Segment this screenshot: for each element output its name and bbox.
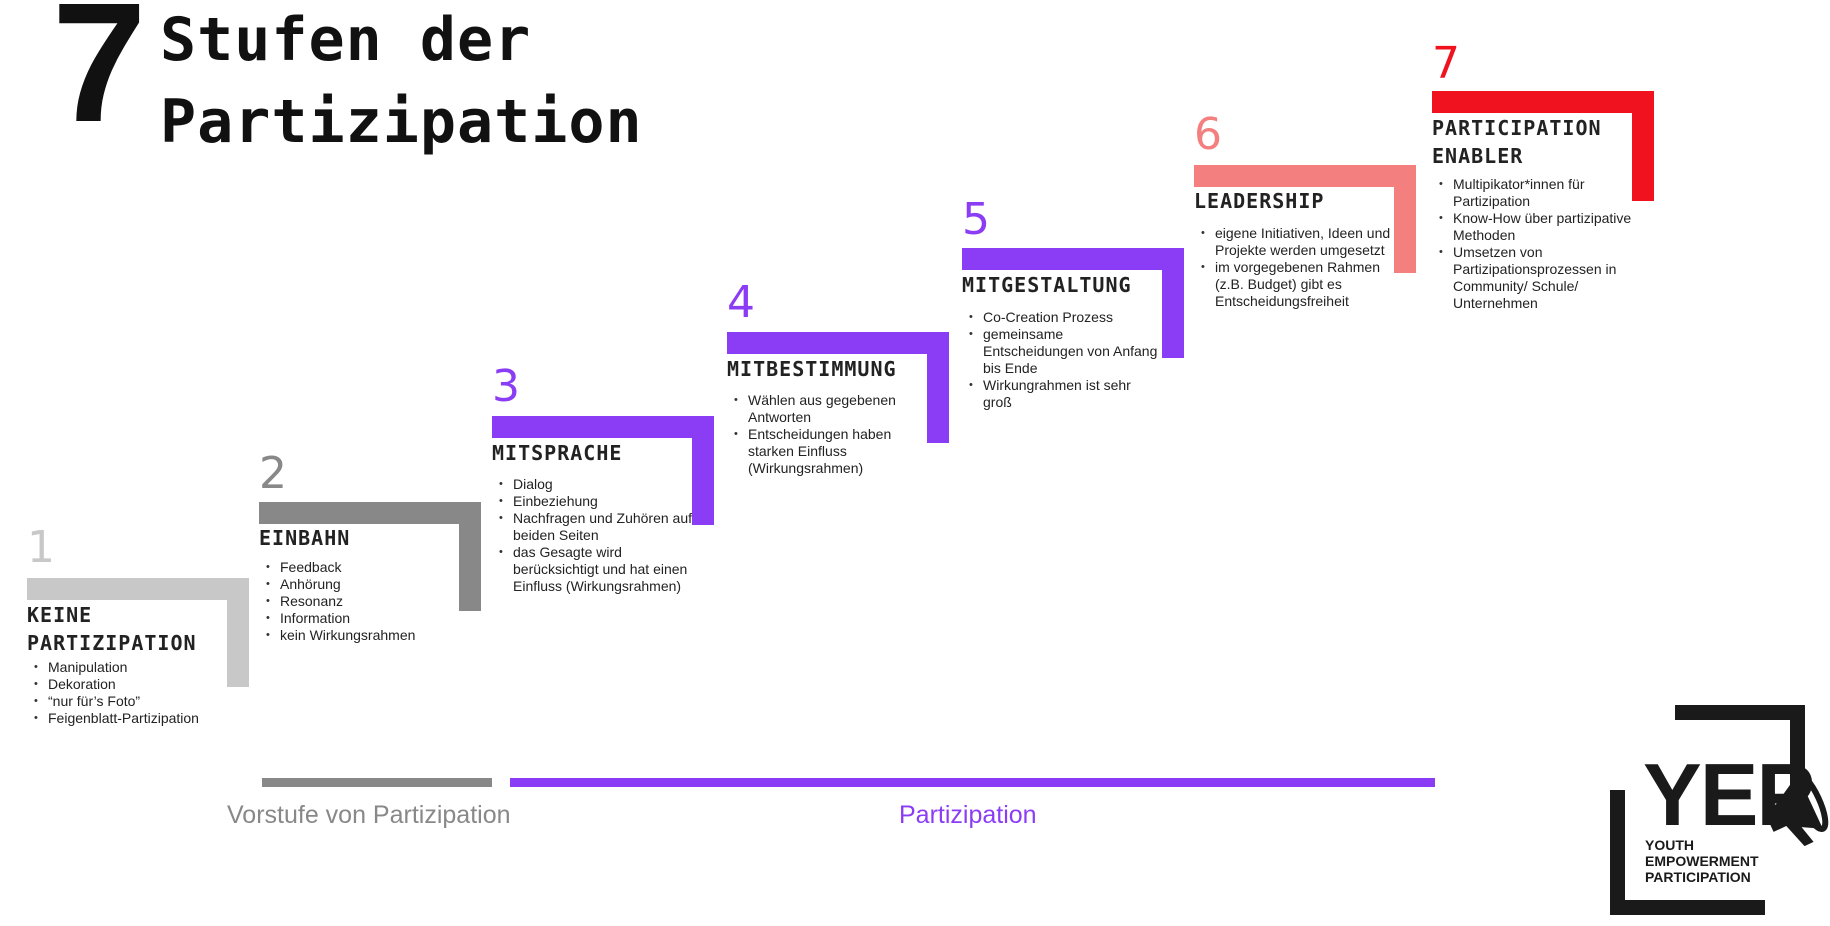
stage-heading: MITGESTALTUNG [962, 273, 1132, 297]
step-bar-top [1194, 165, 1416, 187]
step-bar-side [1632, 91, 1654, 201]
yep-logo: YEP YOUTH EMPOWERMENT PARTICIPATION [1610, 705, 1829, 915]
stage-items: Wählen aus gegebenen AntwortenEntscheidu… [727, 392, 928, 477]
stage-item: Resonanz [266, 593, 480, 610]
stage-item: Know-How über partizipative Methoden [1439, 210, 1633, 244]
logo-line-1: YOUTH [1645, 837, 1694, 853]
step-bar-side [692, 416, 714, 525]
stage-item: Manipulation [34, 659, 248, 676]
stage-heading-line2: ENABLER [1432, 144, 1524, 168]
stage-items: DialogEinbeziehungNachfragen und Zuhören… [492, 476, 693, 595]
participation-label: Partizipation [899, 801, 1037, 829]
stage-heading: LEADERSHIP [1194, 189, 1325, 213]
stage-heading-line2: PARTIZIPATION [27, 631, 197, 655]
step-bar-top [1432, 91, 1654, 113]
participation-bar [510, 778, 1435, 787]
title-line-2: Partizipation [160, 87, 643, 157]
stage-item: Feedback [266, 559, 480, 576]
pre-participation-label: Vorstufe von Partizipation [227, 801, 511, 829]
stage-heading: EINBAHN [259, 526, 351, 550]
stage-item: “nur für’s Foto” [34, 693, 248, 710]
logo-line-3: PARTICIPATION [1645, 869, 1751, 885]
stage-number: 3 [492, 361, 520, 412]
title-number: 7 [52, 0, 147, 158]
step-bar-top [259, 502, 481, 524]
stage-item: Feigenblatt-Partizipation [34, 710, 248, 727]
step-bar-top [27, 578, 249, 600]
stage-item: Nachfragen und Zuhören auf beiden Seiten [499, 510, 693, 544]
stage-item: eigene Initiativen, Ideen und Projekte w… [1201, 225, 1395, 259]
stage-items: ManipulationDekoration“nur für’s Foto”Fe… [27, 659, 248, 727]
stage-number: 5 [962, 194, 990, 245]
stage-heading: PARTICIPATION [1432, 116, 1602, 140]
stage-item: das Gesagte wird berücksichtigt und hat … [499, 544, 693, 595]
step-bar-top [492, 416, 714, 438]
logo-line-2: EMPOWERMENT [1645, 853, 1759, 869]
stage-heading: MITBESTIMMUNG [727, 357, 897, 381]
step-bar-side [1162, 248, 1184, 358]
stage-item: Wirkungrahmen ist sehr groß [969, 377, 1163, 411]
stage-item: Umsetzen von Partizipationsprozessen in … [1439, 244, 1633, 312]
stage-item: Information [266, 610, 480, 627]
stage-number: 1 [27, 522, 55, 573]
stage-item: gemeinsame Entscheidungen von Anfang bis… [969, 326, 1163, 377]
step-bar-top [962, 248, 1184, 270]
megaphone-icon [1763, 771, 1829, 847]
stage-item: Einbeziehung [499, 493, 693, 510]
stage-heading: MITSPRACHE [492, 441, 623, 465]
stage-items: eigene Initiativen, Ideen und Projekte w… [1194, 225, 1395, 310]
stage-item: im vorgegebenen Rahmen (z.B. Budget) gib… [1201, 259, 1395, 310]
step-bar-side [1394, 165, 1416, 273]
stage-items: FeedbackAnhörungResonanzInformationkein … [259, 559, 480, 644]
stage-item: Dialog [499, 476, 693, 493]
stage-item: Multipikator*innen für Partizipation [1439, 176, 1633, 210]
stage-number: 7 [1432, 38, 1460, 89]
step-bar-side [927, 332, 949, 443]
stage-item: Dekoration [34, 676, 248, 693]
stage-item: Anhörung [266, 576, 480, 593]
stage-item: kein Wirkungsrahmen [266, 627, 480, 644]
stage-items: Multipikator*innen für PartizipationKnow… [1432, 176, 1633, 312]
stage-heading: KEINE [27, 603, 93, 627]
stage-number: 6 [1194, 109, 1222, 160]
stage-number: 2 [259, 448, 287, 499]
pre-participation-bar [262, 778, 492, 787]
stage-item: Entscheidungen haben starken Einfluss (W… [734, 426, 928, 477]
stage-items: Co-Creation Prozessgemeinsame Entscheidu… [962, 309, 1163, 411]
stage-number: 4 [727, 277, 755, 328]
stage-item: Co-Creation Prozess [969, 309, 1163, 326]
title-line-1: Stufen der [160, 5, 532, 75]
stage-item: Wählen aus gegebenen Antworten [734, 392, 928, 426]
step-bar-top [727, 332, 949, 354]
